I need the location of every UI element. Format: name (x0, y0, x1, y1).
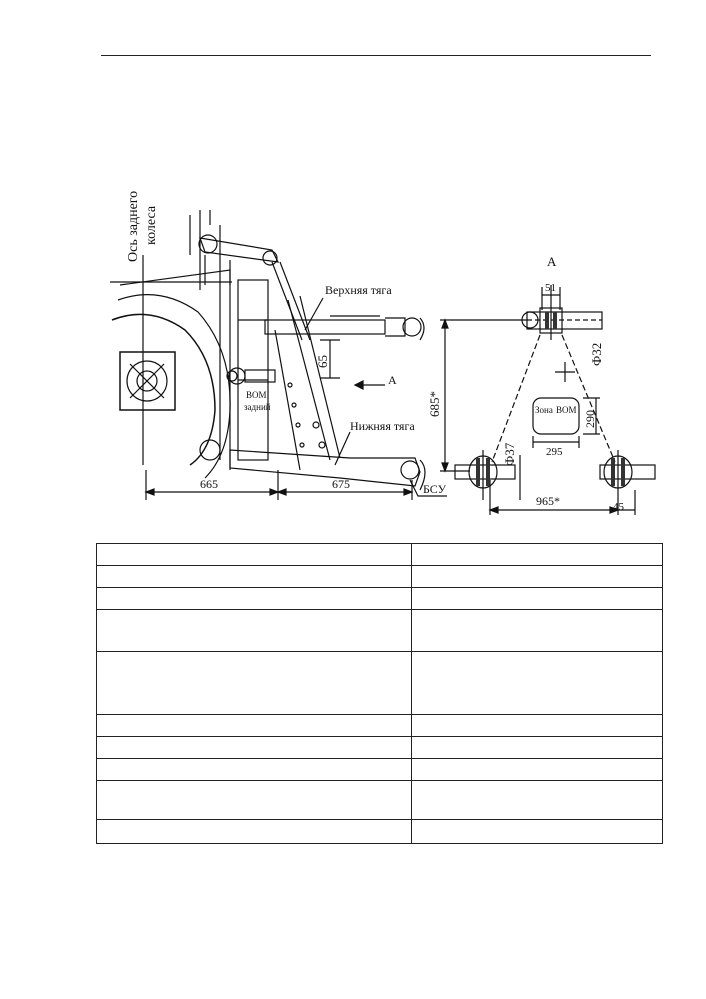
dim-685: 685* (427, 391, 442, 417)
zone-pto: ВОМ (556, 405, 577, 415)
table-row (96, 780, 663, 820)
table-row (96, 819, 663, 844)
param-cell (96, 543, 412, 566)
value-cell (411, 819, 663, 844)
table-row (96, 543, 663, 566)
table-row (96, 651, 663, 715)
param-cell (96, 714, 412, 737)
value-cell (411, 758, 663, 781)
param-cell (96, 565, 412, 588)
dim-295: 295 (546, 446, 563, 458)
bsu-label: БСУ (423, 482, 447, 496)
value-cell (411, 780, 663, 820)
dim-965: 965* (536, 494, 560, 508)
table-row (96, 587, 663, 610)
table-row (96, 714, 663, 737)
value-cell (411, 587, 663, 610)
pto-label-line1: ВОМ (246, 390, 267, 400)
upper-link-label: Верхняя тяга (325, 283, 392, 297)
param-cell (96, 736, 412, 759)
value-cell (411, 651, 663, 715)
param-cell (96, 651, 412, 715)
value-cell (411, 714, 663, 737)
table-row (96, 565, 663, 588)
param-cell (96, 587, 412, 610)
table-row (96, 758, 663, 781)
three-point-hitch-drawing: Ось заднего колеса Верхняя тяга Нижняя т… (110, 191, 656, 515)
view-a-label: А (547, 254, 557, 269)
dim-665: 665 (200, 477, 218, 491)
spec-table (96, 543, 663, 844)
lower-link-label: Нижняя тяга (350, 419, 415, 433)
dim-51: 51 (545, 282, 556, 294)
param-cell (96, 758, 412, 781)
arrow-a-label: А (388, 373, 397, 387)
dim-f37: Ф37 (502, 442, 517, 466)
param-cell (96, 609, 412, 652)
dim-65: 65 (315, 355, 330, 368)
pto-label-line2: задний (244, 402, 271, 412)
value-cell (411, 565, 663, 588)
dim-675: 675 (332, 477, 350, 491)
wheel-axis-label-line2: колеса (144, 205, 159, 245)
param-cell (96, 780, 412, 820)
table-row (96, 609, 663, 652)
dim-45: 45 (613, 501, 625, 513)
header-rule (101, 55, 651, 56)
zone-word: Зона (535, 405, 553, 415)
value-cell (411, 609, 663, 652)
value-cell (411, 543, 663, 566)
dim-290: 290 (583, 410, 597, 428)
wheel-axis-label-line1: Ось заднего (126, 191, 141, 262)
param-cell (96, 819, 412, 844)
dim-f32: Ф32 (589, 343, 604, 366)
value-cell (411, 736, 663, 759)
table-row (96, 736, 663, 759)
